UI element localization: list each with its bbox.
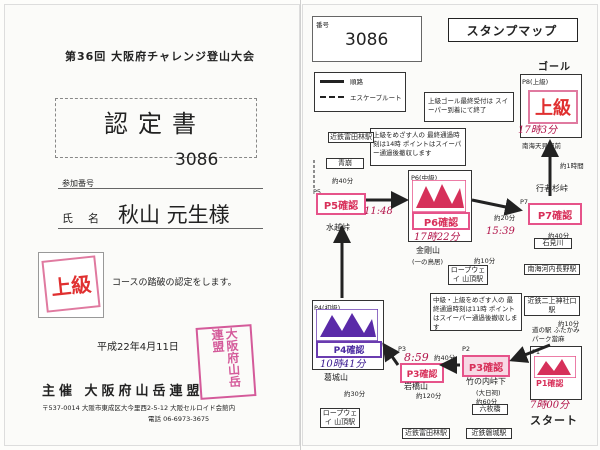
p6-code: P6(中級) — [411, 174, 438, 182]
organizer-address: 〒537-0014 大阪市東成区大今里西2-5-12 大阪セルロイド会館内 — [42, 404, 236, 412]
organizer-phone: 電話 06-6973-3675 — [148, 415, 210, 423]
station-ropeway1: ロープウェイ 山頂駅 — [448, 265, 488, 285]
p1-place: 道の駅 ふたかみパーク當麻 — [532, 326, 580, 343]
p6-note: 上級をめざす人の 最終通過時刻は14時 ポイントはスイーパー通過後撤収します — [373, 131, 462, 157]
p6-place: 金剛山 — [416, 246, 440, 255]
map-title-frame — [448, 18, 578, 42]
goal-note-frame — [424, 92, 514, 122]
checkpoint-p8 — [520, 74, 582, 138]
p3-code: P3 — [398, 345, 407, 353]
p4-place: 葛城山 — [324, 373, 348, 382]
p4-note: 中級・上級をめざす人の 最終通過時刻は11時 ポイントはスイーパー通過後撤収しま… — [433, 296, 518, 331]
issue-date: 平成22年4月11日 — [97, 342, 179, 353]
p1-stamp: P1確認 — [536, 379, 564, 388]
walk-p1-up: 約10分 — [558, 320, 580, 328]
p1-time: 7時00分 — [530, 400, 570, 411]
p4-code: P4(初級) — [314, 304, 341, 312]
station-nankai-kawachi: 南海河内長野駅 — [524, 264, 580, 275]
p5-code: P5 — [313, 188, 322, 196]
p5-stamp: P5確認 — [316, 193, 366, 215]
grade-frame — [38, 252, 104, 318]
p1-mountain-icon — [534, 356, 576, 378]
station-aobashi: 青崩 — [326, 158, 364, 169]
p8-code: P8(上級) — [522, 78, 549, 86]
p2-place: 竹の内峠下 — [466, 377, 506, 386]
legend — [314, 72, 406, 112]
walk-p7-p6: 約20分 — [494, 214, 516, 222]
p7-stamp: P7確認 — [528, 203, 582, 225]
p3-time: 8:59 — [404, 351, 429, 364]
legend-escape: エスケープルート — [350, 94, 402, 102]
p4-time: 10時41分 — [320, 359, 366, 370]
station-ropeway2: ロープウェイ 山頂駅 — [320, 408, 360, 428]
walk-p2-down: 約60分 — [476, 398, 498, 406]
name-underline — [58, 228, 263, 229]
p7-place: 行者杉峠 — [536, 184, 568, 193]
goal-note: 上級ゴール最終受付は スイーパー到着にて終了 — [428, 97, 509, 114]
p6-stamp: P6確認 — [412, 212, 470, 230]
event-title: 第36回 大阪府チャレンジ登山大会 — [64, 50, 256, 63]
organizer-seal: 大阪府山岳連盟 — [195, 324, 257, 400]
walk-p4-down: 約30分 — [344, 390, 366, 398]
p5-time: 11:48 — [364, 206, 393, 217]
p6-sub: (一の鳥居) — [412, 258, 444, 266]
route-line-icon — [320, 80, 344, 83]
goal-label: ゴール — [538, 62, 571, 73]
p6-time: 17時22分 — [414, 232, 460, 243]
p4-stamp: P4確認 — [316, 341, 382, 358]
p6-note-frame — [370, 128, 466, 166]
p3-place: 岩橋山 — [404, 382, 428, 391]
walk-p5-up: 約40分 — [332, 177, 354, 185]
cert-title-frame — [55, 98, 257, 158]
approval-text: コースの踏破の認定をします。 — [112, 278, 237, 288]
station-kintetsu-nijo: 近鉄二上神社口駅 — [524, 296, 580, 316]
name-label: 氏 名 — [62, 212, 101, 225]
organizer-name: 主催 大阪府山岳連盟 — [42, 384, 204, 399]
station-ishimi: 石見川 — [534, 238, 572, 249]
route-lines — [313, 139, 559, 374]
name-value: 秋山 元生様 — [118, 203, 230, 227]
number-frame — [312, 16, 422, 62]
number-value: 3086 — [345, 30, 389, 50]
walk-p8-p7: 約1時間 — [560, 162, 584, 170]
walk-p7-down: 約40分 — [548, 232, 570, 240]
number-label: 番号 — [316, 21, 329, 29]
station-kitami: 近鉄富田林駅 — [402, 428, 450, 439]
station-taishi-bus2: 近鉄磐城駅 — [466, 428, 512, 439]
entry-number: 3086 — [175, 150, 219, 170]
p8-stamp: 上級 — [528, 90, 578, 124]
station-rokunomiya: 六枚橋 — [472, 404, 508, 415]
p7-time: 15:39 — [486, 226, 515, 237]
station-kongo-toroyo: 近鉄富田林駅 — [328, 132, 374, 143]
grade-stamp: 上級 — [41, 255, 101, 313]
entry-number-label: 参加番号 — [62, 179, 94, 188]
p2-sub: (大日祠) — [476, 389, 501, 397]
p6-mountain-icon — [412, 180, 466, 212]
start-label: スタート — [530, 414, 578, 427]
walk-p6-top: 約10分 — [474, 257, 496, 265]
walk-p3-down: 約120分 — [416, 392, 442, 400]
page-fold — [300, 0, 301, 450]
p4-mountain-icon — [316, 309, 378, 341]
p8-time: 17時3分 — [518, 125, 558, 136]
escape-line-icon — [320, 96, 344, 98]
certificate-page — [4, 4, 300, 446]
entry-underline — [58, 188, 263, 189]
p7-code: P7 — [520, 198, 529, 206]
cert-title: 認定書 — [104, 110, 206, 138]
p2-code: P2 — [462, 345, 471, 353]
p4-note-frame — [430, 293, 522, 331]
p2-stamp: P3確認 — [462, 355, 510, 377]
map-title: スタンプマップ — [466, 24, 558, 38]
legend-route: 順路 — [350, 78, 363, 86]
